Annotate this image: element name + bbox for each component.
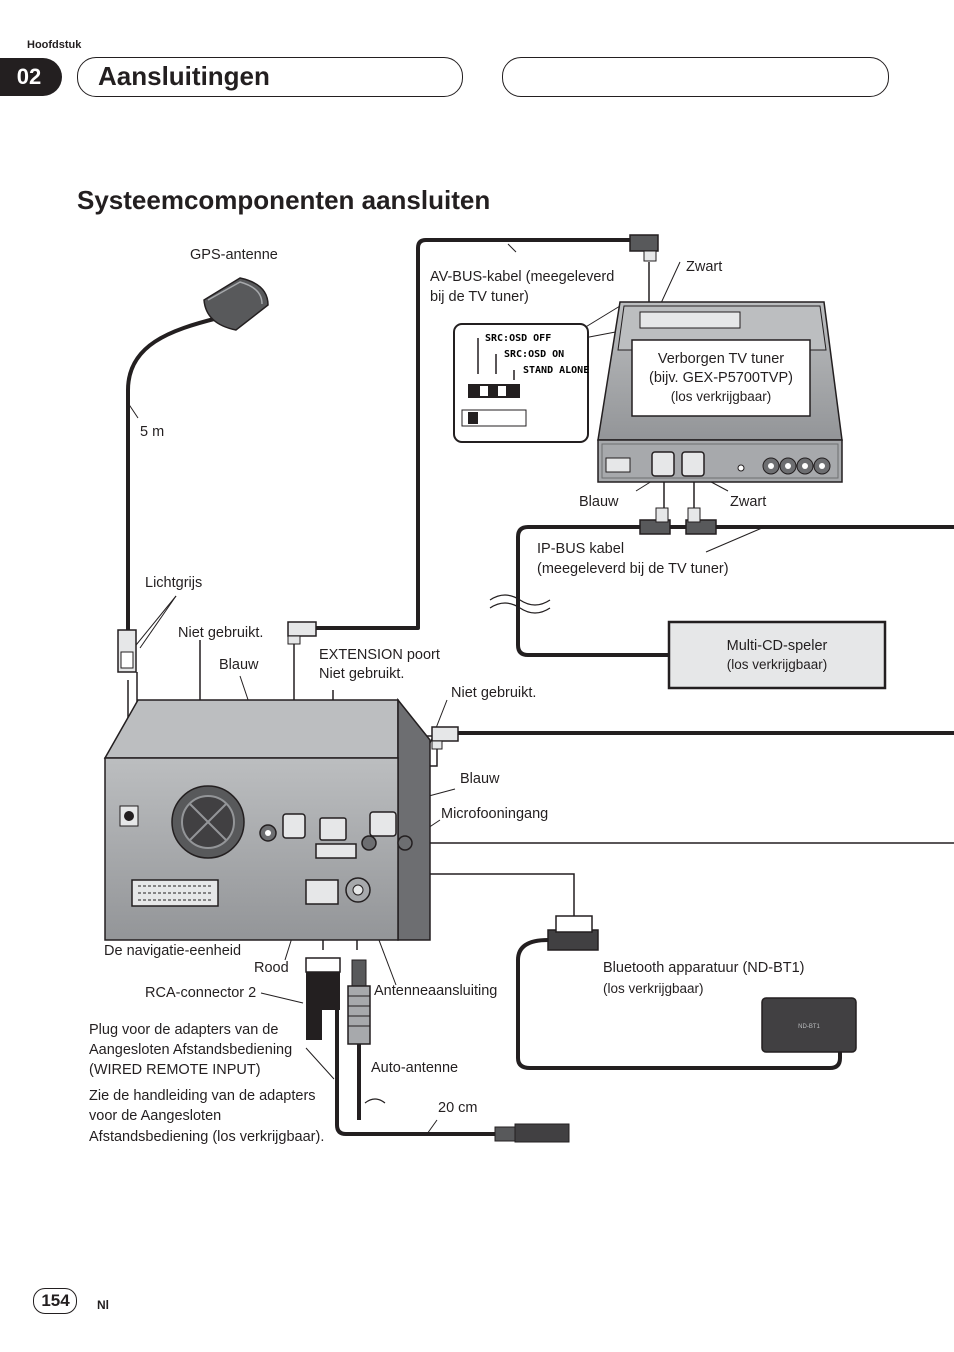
label-plug-3: (WIRED REMOTE INPUT): [89, 1062, 261, 1078]
label-zwart-tuner: Zwart: [730, 494, 767, 510]
label-zie-3: Afstandsbediening (los verkrijgbaar).: [89, 1129, 325, 1145]
multi-cd-box: [667, 620, 887, 690]
remote-jack-icon: [494, 1123, 570, 1143]
label-bluetooth-1: Bluetooth apparatuur (ND-BT1): [603, 960, 805, 976]
label-blauw-left: Blauw: [219, 657, 259, 673]
bluetooth-device: [761, 997, 857, 1053]
remote-plug-icon: [305, 957, 341, 1040]
label-auto-antenne: Auto-antenne: [371, 1060, 459, 1076]
label-rca2: RCA-connector 2: [145, 985, 257, 1001]
car-antenna-plug-icon: [347, 959, 371, 1120]
lightgray-connector-icon: [117, 629, 137, 673]
label-extension-1: EXTENSION poort: [319, 647, 440, 663]
label-20cm: 20 cm: [438, 1100, 478, 1116]
right-connector-icon: [431, 726, 459, 750]
label-av-bus-2: bij de TV tuner): [430, 289, 529, 305]
label-plug-2: Aangesloten Afstandsbediening: [89, 1042, 293, 1058]
label-extension-2: Niet gebruikt.: [319, 666, 405, 682]
bluetooth-device-label: ND-BT1: [798, 1024, 820, 1030]
label-gps-antenna: GPS-antenne: [190, 247, 278, 263]
label-blauw-tuner: Blauw: [579, 494, 619, 510]
label-tv-tuner-2: (bijv. GEX-P5700TVP): [649, 370, 793, 386]
page-language: Nl: [97, 1298, 109, 1312]
osd-option-standalone: STAND ALONE: [523, 365, 589, 376]
av-bus-cable: [314, 238, 634, 630]
label-niet-gebruikt-1: Niet gebruikt.: [178, 625, 264, 641]
label-plug-1: Plug voor de adapters van de: [89, 1022, 279, 1038]
chapter-badge: [0, 58, 62, 96]
label-zwart-top: Zwart: [686, 259, 723, 275]
section-label: Hoofdstuk: [27, 39, 82, 51]
remote-cable: [335, 1008, 497, 1136]
label-5m: 5 m: [140, 424, 165, 440]
osd-switch-detail: [453, 323, 589, 443]
label-zie-1: Zie de handleiding van de adapters: [89, 1088, 316, 1104]
page-number: 154: [41, 1291, 70, 1310]
label-lichtgrijs: Lichtgrijs: [145, 575, 203, 591]
chapter-title: Aansluitingen: [98, 61, 270, 91]
bluetooth-connector-icon: [547, 915, 599, 951]
page-number-frame: [33, 1288, 77, 1314]
header-empty-frame: [502, 57, 889, 97]
gps-cable: [126, 316, 220, 634]
label-tv-tuner-3: (los verkrijgbaar): [670, 389, 772, 404]
chapter-title-frame: [77, 57, 463, 97]
chapter-number: 02: [16, 64, 42, 89]
label-av-bus-1: AV-BUS-kabel (meegeleverd: [430, 269, 615, 285]
label-antenne-aansluiting: Antenneaansluiting: [374, 983, 498, 999]
label-multi-cd-2: (los verkrijgbaar): [726, 657, 828, 672]
page-title: Systeemcomponenten aansluiten: [77, 185, 491, 215]
av-bus-tuner-connector-icon: [629, 234, 659, 262]
ip-bus-cable: [516, 525, 954, 657]
label-niet-gebruikt-2: Niet gebruikt.: [451, 685, 537, 701]
label-blauw-right: Blauw: [460, 771, 500, 787]
label-ip-bus-2: (meegeleverd bij de TV tuner): [537, 561, 729, 577]
bluetooth-cable: [516, 938, 842, 1070]
gps-antenna-icon: [203, 277, 269, 331]
ip-bus-connectors-icon: [639, 507, 717, 535]
av-bus-connector-icon: [287, 621, 317, 645]
label-rood: Rood: [254, 960, 289, 976]
navigation-unit-device: [103, 697, 431, 941]
tv-tuner-device: [597, 301, 843, 483]
label-multi-cd-1: Multi-CD-speler: [726, 638, 828, 654]
osd-option-off: SRC:OSD OFF: [485, 333, 551, 344]
label-zie-2: voor de Aangesloten: [89, 1108, 222, 1124]
label-tv-tuner-1: Verborgen TV tuner: [657, 351, 785, 367]
label-microfoon: Microfooningang: [441, 806, 549, 822]
label-bluetooth-2: (los verkrijgbaar): [603, 981, 704, 996]
label-nav-unit: De navigatie-eenheid: [104, 943, 242, 959]
label-ip-bus-1: IP-BUS kabel: [537, 541, 625, 557]
osd-option-on: SRC:OSD ON: [504, 349, 564, 360]
